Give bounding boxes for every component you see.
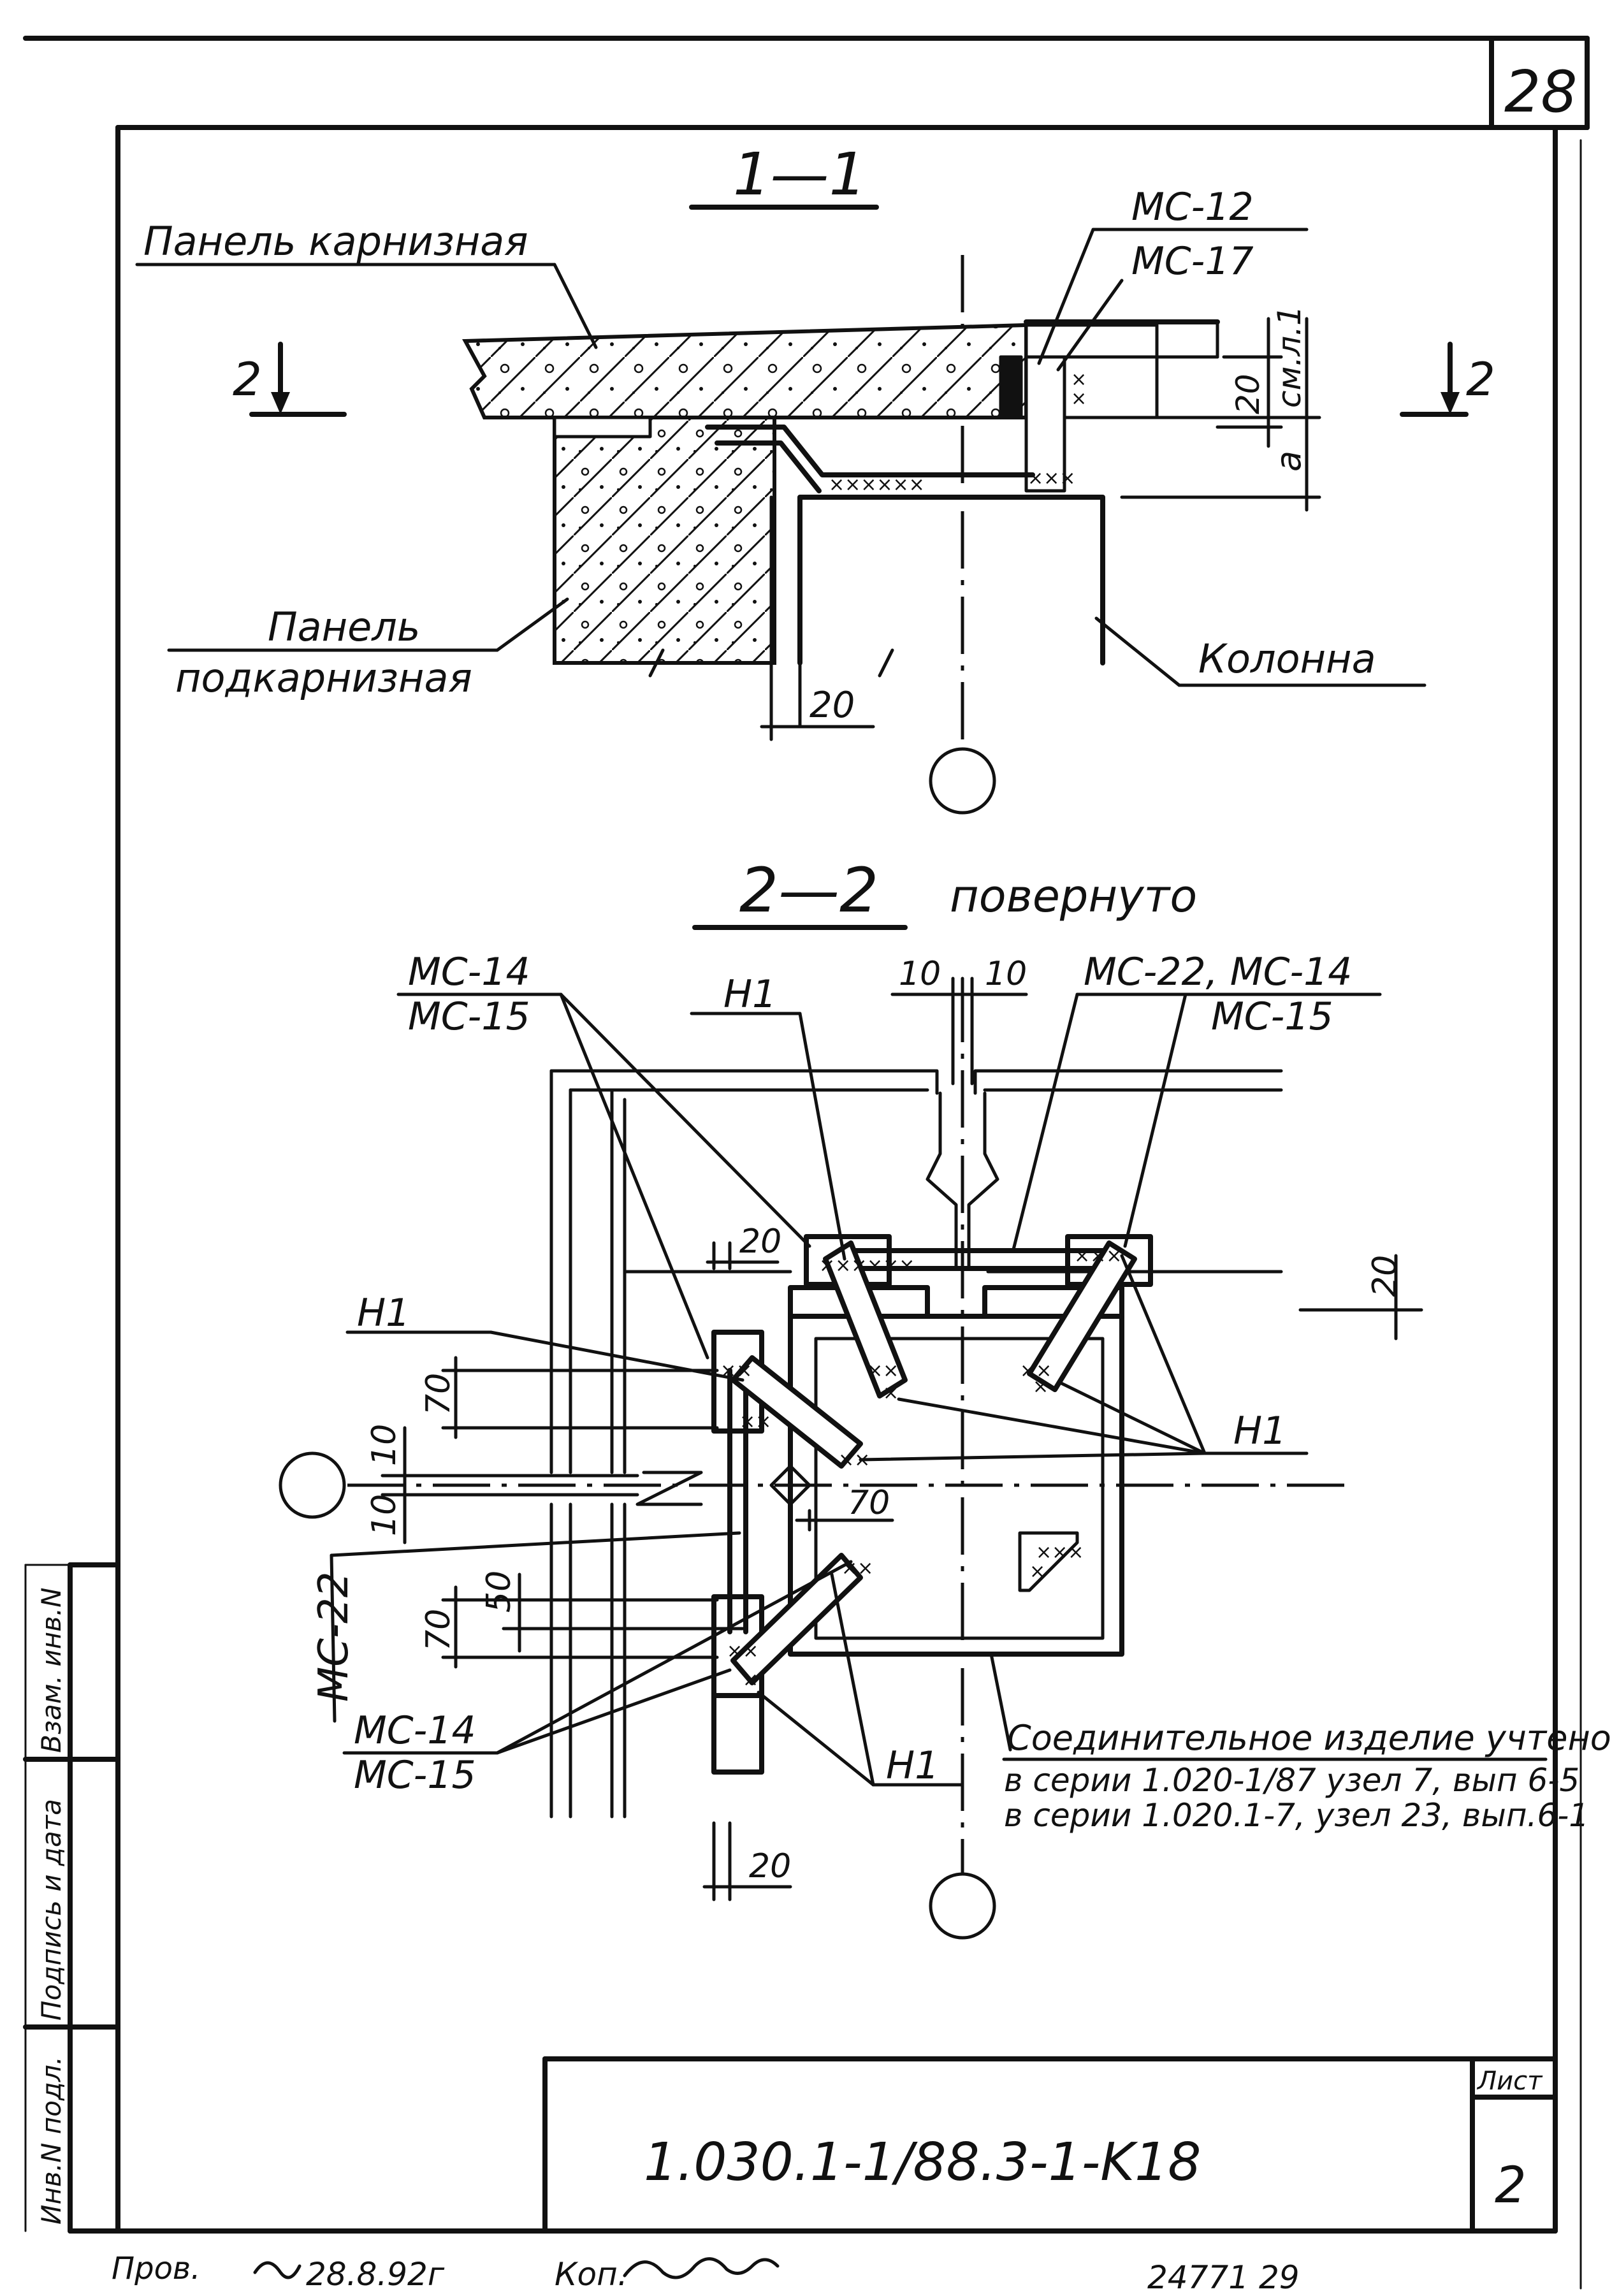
note-line-2: в серии 1.020-1/87 узел 7, вып 6-5 <box>1004 1762 1579 1799</box>
svg-text:××: ×× <box>739 1411 771 1433</box>
vertical-embed-plate <box>1024 355 1066 493</box>
sheet-frame <box>23 36 1590 2290</box>
section-2-2-subtitle: повернуто <box>950 870 1197 922</box>
svg-text:××: ×× <box>1020 1360 1052 1382</box>
label-column: Колонна <box>1198 636 1376 682</box>
svg-text:×: × <box>1033 1376 1049 1398</box>
note-line-3: в серии 1.020.1-7, узел 23, вып.6-1 <box>1004 1797 1589 1834</box>
cut-mark-left: 2 <box>233 352 262 406</box>
label-mc-22-mc-14: МС-22, МС-14 <box>1084 950 1352 994</box>
sheet-label: Лист <box>1476 2067 1543 2096</box>
label-h1-right: Н1 <box>1233 1409 1286 1453</box>
svg-text:××: ×× <box>727 1640 759 1662</box>
column <box>797 495 1105 665</box>
svg-text:×: × <box>743 1669 759 1691</box>
dim-10-right-top: 10 <box>985 955 1027 993</box>
svg-text:×: × <box>1071 388 1087 410</box>
copy-note: Коп. <box>555 2256 628 2293</box>
axis-marker-2-2-bottom <box>929 1872 996 1940</box>
dim-20-bottom-2-2: 20 <box>749 1847 791 1885</box>
dim-70-b: 70 <box>848 1484 890 1522</box>
axis-marker-2-2-left <box>279 1451 346 1519</box>
svg-text:×: × <box>1071 368 1087 391</box>
stamp-inv-original: Инв.N подл. <box>36 2056 67 2225</box>
dim-20-right: 20 <box>1366 1255 1404 1297</box>
svg-text:×: × <box>883 1382 899 1404</box>
angled-embed-plate <box>705 425 1035 493</box>
axis-marker-1-1 <box>929 747 996 815</box>
sheet-number: 2 <box>1495 2157 1527 2214</box>
svg-text:×: × <box>1029 1560 1045 1583</box>
svg-text:×××: ××× <box>867 1254 915 1277</box>
label-mc-14-bottom: МС-14 <box>354 1708 476 1753</box>
label-h1-left: Н1 <box>357 1291 410 1335</box>
label-h1-top: Н1 <box>723 972 776 1017</box>
label-mc-12: МС-12 <box>1131 185 1254 229</box>
label-subcornice-1: Панель <box>268 604 420 650</box>
dim-a: a <box>1268 451 1309 472</box>
dim-20-bottom-1-1: 20 <box>810 685 855 726</box>
svg-text:×××: ××× <box>1027 467 1075 490</box>
label-mc-15-right: МС-15 <box>1211 994 1333 1039</box>
cut-mark-right: 2 <box>1466 352 1495 406</box>
label-mc-15-top: МС-15 <box>408 994 530 1039</box>
document-code: 1.030.1-1/88.3-1-K18 <box>644 2132 1201 2193</box>
section-1-1-title: 1—1 <box>733 140 866 208</box>
label-h1-bottom: Н1 <box>886 1743 939 1788</box>
svg-text:××: ×× <box>867 1360 899 1382</box>
h1-connectors <box>730 1240 1137 1685</box>
dim-50: 50 <box>480 1571 518 1613</box>
column-plan <box>788 1314 1124 1657</box>
label-mc-17: МС-17 <box>1131 239 1254 284</box>
label-subcornice-2: подкарнизная <box>175 655 472 701</box>
subcornice-panel <box>553 416 776 665</box>
signature-scribble <box>253 2257 780 2279</box>
stamp-signature-date: Подпись и дата <box>36 1799 67 2021</box>
cornice-panel <box>462 323 1028 419</box>
dim-10-vert-a: 10 <box>365 1424 403 1466</box>
label-mc-15-bottom: МС-15 <box>354 1753 476 1798</box>
note-line-1: Соединительное изделие учтено <box>1007 1718 1611 1758</box>
svg-text:×××: ××× <box>1074 1245 1122 1267</box>
checked-label: Пров. <box>112 2251 200 2286</box>
dim-10-left-top: 10 <box>899 955 941 993</box>
svg-text:××××××: ×××××× <box>829 474 925 496</box>
svg-text:×××: ××× <box>1036 1541 1084 1564</box>
svg-text:××: ×× <box>841 1557 873 1580</box>
archive-number: 24771 29 <box>1147 2259 1300 2296</box>
dim-20-upper: 20 <box>739 1223 781 1261</box>
dim-10-vert-b: 10 <box>365 1494 403 1536</box>
dim-20-vertical: 20 <box>1230 374 1267 414</box>
wall-panels-2-2 <box>549 1069 1283 1819</box>
signature-date: 28.8.92г <box>306 2256 445 2293</box>
section-2-2-title: 2—2 <box>739 855 878 926</box>
stamp-replacement-inv: Взам. инв.N <box>36 1587 67 1753</box>
dim-70-a: 70 <box>419 1373 458 1415</box>
dim-70-c: 70 <box>419 1609 458 1651</box>
dim-see-sheet-1: см.л.1 <box>1271 305 1308 408</box>
title-block <box>542 2056 1558 2234</box>
label-mc-14-top: МС-14 <box>408 950 530 994</box>
side-stamp <box>23 1562 120 2234</box>
corner-sheet-number: 28 <box>1504 59 1578 126</box>
label-cornice-panel: Панель карнизная <box>143 218 528 265</box>
